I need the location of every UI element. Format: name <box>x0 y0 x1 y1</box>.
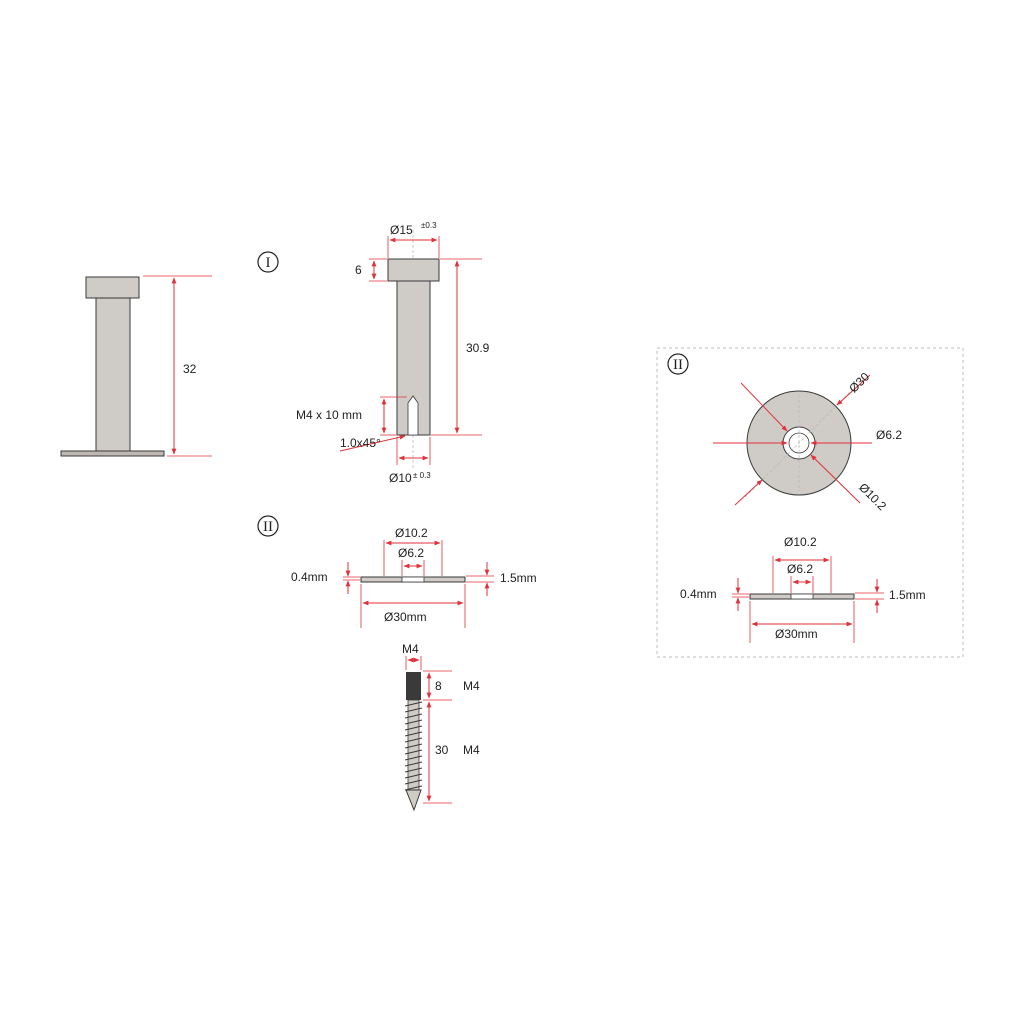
post-thread-hole <box>407 395 419 436</box>
assembly-view: 32 <box>60 275 212 457</box>
screw-short-type-label: M4 <box>463 679 480 693</box>
shaft-tolerance-label: ± 0.3 <box>413 471 431 480</box>
washer-thin-label: 0.4mm <box>291 570 328 584</box>
overall-height-label: 32 <box>183 362 197 376</box>
screw-wood-thread <box>404 699 423 791</box>
screw-machine-thread <box>406 672 421 700</box>
washer-hole <box>401 576 425 583</box>
detail-frame <box>656 347 964 658</box>
head-diameter-label: Ø15 <box>390 223 413 237</box>
detail-hole-label: Ø6.2 <box>876 428 902 442</box>
washer-inner-hole-label: Ø6.2 <box>398 546 424 560</box>
screw-long-type-label: M4 <box>463 743 480 757</box>
head-tolerance-label: ±0.3 <box>421 221 437 230</box>
section-ii-marker: II <box>257 515 279 537</box>
assembly-head <box>85 276 140 299</box>
screw-long-length-label: 30 <box>435 743 449 757</box>
detail-ii-panel: II Ø30 Ø6.2 Ø10.2 Ø10.2 Ø6.2 0.4mm <box>656 347 964 658</box>
head-height-label: 6 <box>355 263 362 277</box>
svg-text:I: I <box>266 255 271 271</box>
screw-tip <box>405 789 422 812</box>
assembly-base-plate <box>60 450 165 457</box>
detail-outer-leader <box>836 374 871 406</box>
screw-thread-label: M4 <box>402 642 419 656</box>
post-head <box>387 258 440 282</box>
detail-diameter-label: Ø30mm <box>775 627 818 641</box>
washer-diameter-label: Ø30mm <box>384 610 427 624</box>
detail-thin-label: 0.4mm <box>680 587 717 601</box>
thread-label: M4 x 10 mm <box>296 408 362 422</box>
post-view: Ø15 ±0.3 6 30.9 M4 x 10 mm 1.0x45° Ø10 ±… <box>296 221 490 485</box>
shaft-diameter-label: Ø10 <box>389 471 412 485</box>
section-i-marker: I <box>257 251 279 273</box>
washer-thick-label: 1.5mm <box>500 571 537 585</box>
assembly-shaft <box>95 297 131 452</box>
chamfer-leader <box>339 434 406 452</box>
detail-outer-hole-label: Ø10.2 <box>784 535 817 549</box>
chamfer-label: 1.0x45° <box>340 436 381 450</box>
svg-text:II: II <box>263 519 273 535</box>
screw-short-length-label: 8 <box>435 679 442 693</box>
washer-side-view: Ø10.2 Ø6.2 0.4mm 1.5mm Ø30mm <box>291 526 537 628</box>
detail-outer-label: Ø30 <box>846 369 872 395</box>
detail-counterbore-leader <box>740 382 788 432</box>
detail-counterbore-label: Ø10.2 <box>856 480 889 513</box>
detail-ii-marker: II <box>667 353 689 375</box>
screw-view: M4 8 M4 30 M4 <box>402 642 480 812</box>
post-length-label: 30.9 <box>466 341 490 355</box>
detail-washer-hole <box>790 593 814 600</box>
svg-text:II: II <box>673 357 683 373</box>
washer-outer-hole-label: Ø10.2 <box>395 526 428 540</box>
detail-thick-label: 1.5mm <box>889 588 926 602</box>
detail-inner-hole-label: Ø6.2 <box>787 562 813 576</box>
